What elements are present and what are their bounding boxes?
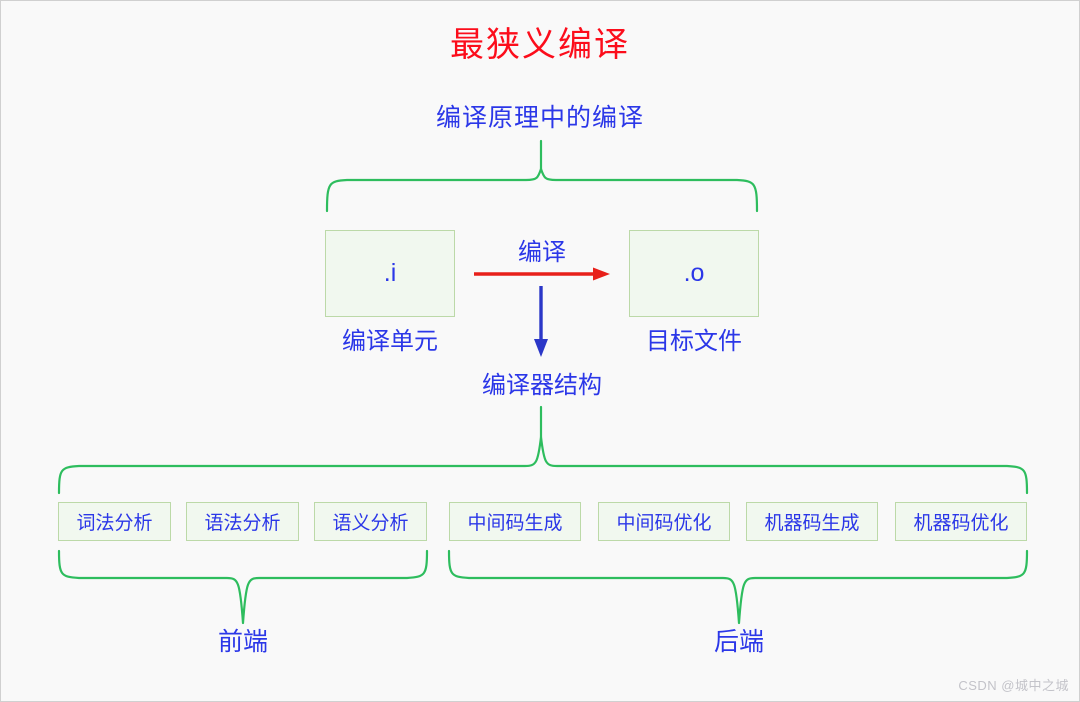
phase-box-frontend-2: 语法分析 bbox=[186, 502, 299, 541]
compile-arrow-red bbox=[474, 267, 610, 281]
compiler-structure-label: 编译器结构 bbox=[482, 372, 602, 399]
phase-box-frontend-3: 语义分析 bbox=[314, 502, 427, 541]
phase-box-frontend-1: 词法分析 bbox=[58, 502, 171, 541]
target-file-box: .o bbox=[629, 230, 759, 317]
frontend-brace bbox=[57, 549, 429, 625]
watermark-label: CSDN @城中之城 bbox=[958, 678, 1069, 693]
phase-box-backend-1: 中间码生成 bbox=[449, 502, 581, 541]
backend-brace bbox=[447, 549, 1029, 625]
phase-box-backend-4: 机器码优化 bbox=[895, 502, 1027, 541]
source-file-label: 编译单元 bbox=[342, 328, 438, 355]
subtitle-label: 编译原理中的编译 bbox=[435, 104, 644, 132]
page-title: 最狭义编译 bbox=[450, 26, 630, 64]
compile-arrow-label: 编译 bbox=[518, 239, 566, 266]
target-file-label: 目标文件 bbox=[646, 328, 742, 355]
backend-label: 后端 bbox=[713, 628, 764, 656]
source-file-box: .i bbox=[325, 230, 455, 317]
structure-arrow-blue bbox=[534, 286, 548, 357]
phases-brace bbox=[57, 435, 1029, 495]
top-brace bbox=[325, 167, 759, 213]
phase-box-backend-3: 机器码生成 bbox=[746, 502, 878, 541]
frontend-label: 前端 bbox=[217, 628, 268, 656]
phase-box-backend-2: 中间码优化 bbox=[598, 502, 730, 541]
